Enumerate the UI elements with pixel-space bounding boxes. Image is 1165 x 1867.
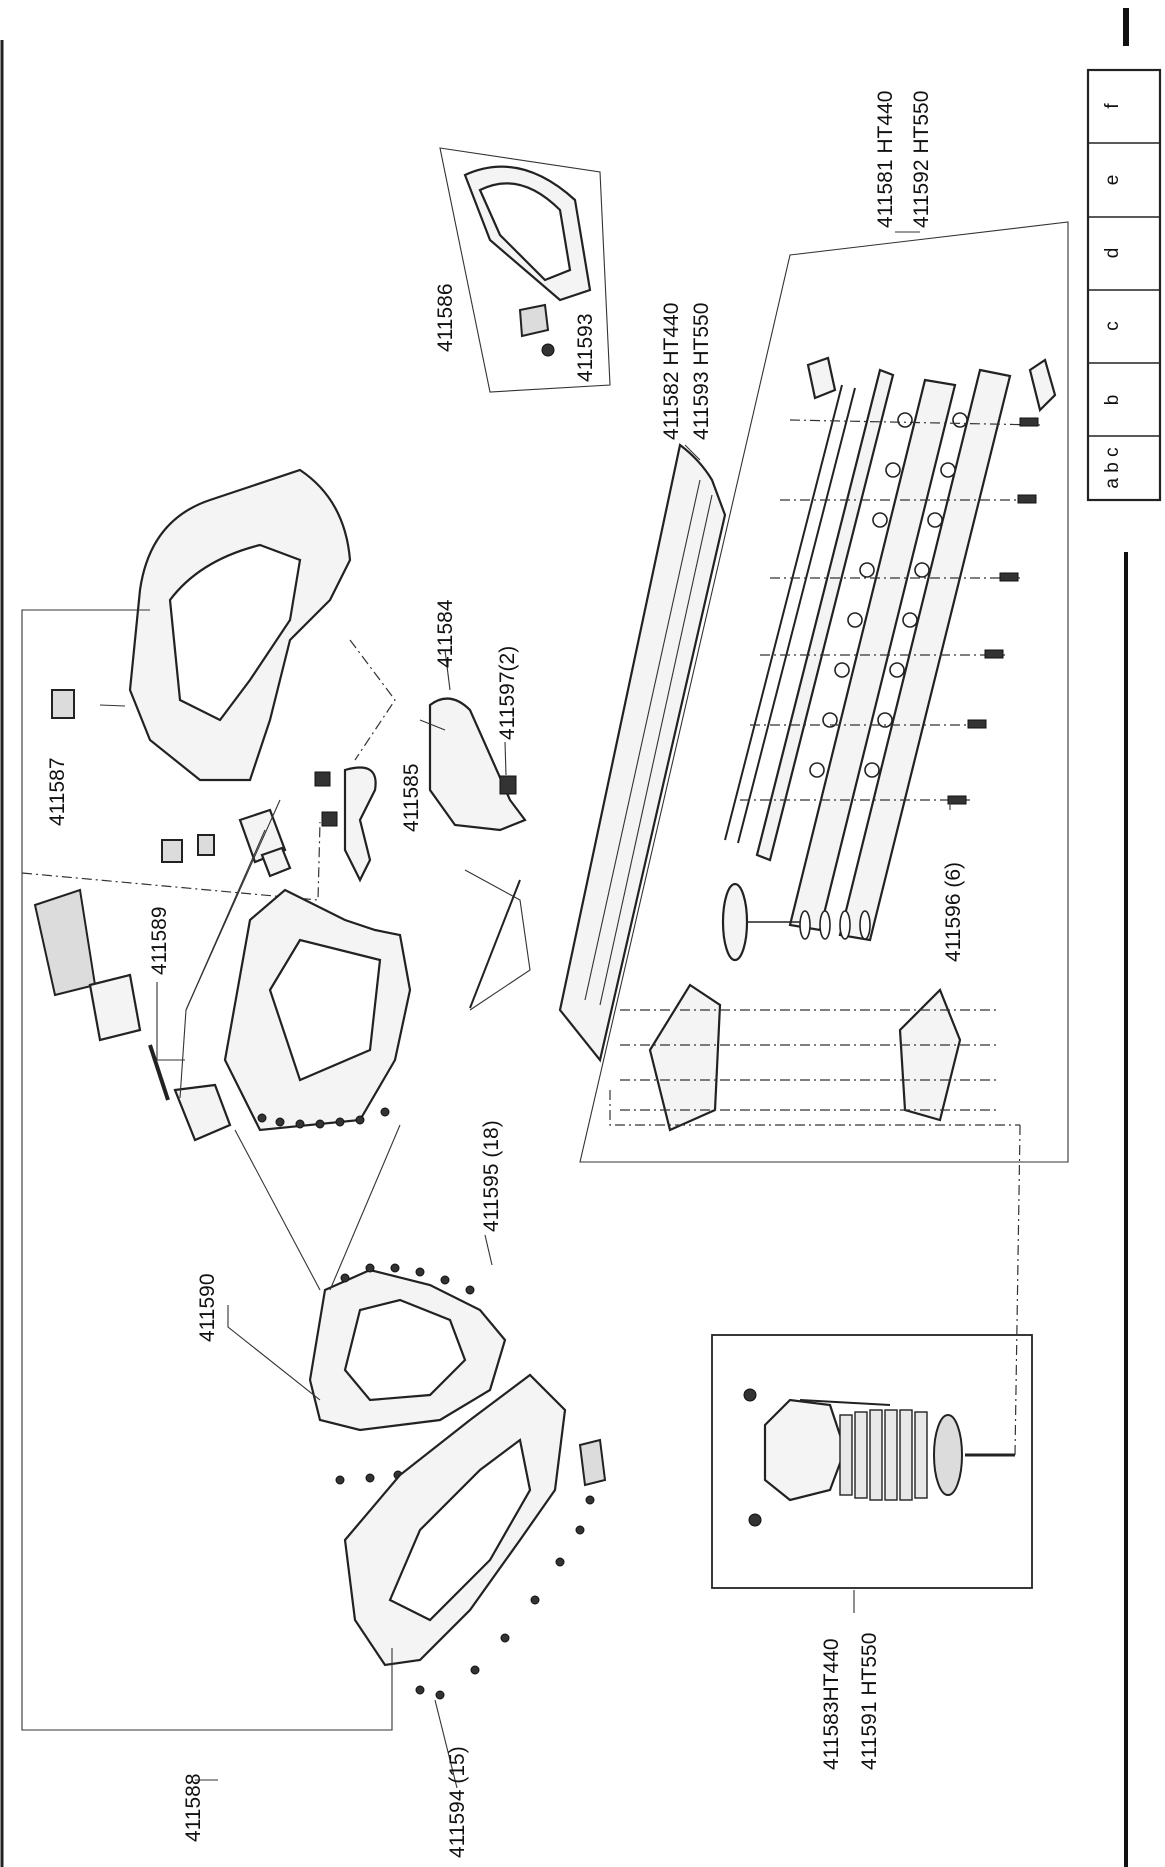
label-411593: 411593 HT550 [690,303,713,440]
title-cell-abc: a b c [1102,447,1123,488]
label-leaders [99,231,951,1789]
label-411593-screw: 411593 [574,313,597,382]
blade-assembly-group [579,221,1069,1163]
rear-handle-housing [51,468,352,782]
label-411592: 411592 HT550 [910,91,933,228]
label-411584: 411584 [434,599,457,668]
label-411596: 411596 (6) [942,862,965,962]
title-block: f e d c b a b c [1086,68,1162,502]
title-cell-e: e [1102,175,1123,186]
page-border [0,8,1129,1867]
title-cell-d: d [1102,248,1123,259]
label-411586: 411586 [434,283,457,352]
housing-cover-411588 [343,1373,607,1700]
title-cell-c: c [1102,321,1123,331]
title-cell-b: b [1102,395,1123,406]
motor-box-411583 [711,1125,1033,1589]
hand-guard-group-411586 [439,147,611,393]
blade-guard-411582 [558,443,727,1063]
part-labels: 411581 HT440 411592 HT550 411586 411593 … [46,91,965,1858]
label-411583: 411583HT440 [820,1638,843,1770]
label-411582: 411582 HT440 [660,303,683,440]
label-411588: 411588 [182,1773,205,1842]
cord-plug-group-411589 [21,799,321,1142]
label-411590: 411590 [196,1273,219,1342]
label-411581: 411581 HT440 [874,91,897,228]
title-cell-f: f [1102,103,1123,109]
housing-group-bracket [21,609,393,1731]
label-411595: 411595 (18) [480,1120,503,1232]
label-411589: 411589 [148,906,171,975]
label-411591: 411591 HT550 [858,1633,881,1770]
label-411585: 411585 [400,763,423,832]
motor-housing-upper [223,888,412,1132]
label-411597: 411597(2) [496,646,519,740]
label-411594: 411594 (15) [446,1746,469,1858]
label-411587: 411587 [46,757,69,826]
trigger-assembly [314,639,396,883]
motor-housing-lower-411590 [234,1124,507,1485]
front-handle-411584 [428,697,531,1011]
